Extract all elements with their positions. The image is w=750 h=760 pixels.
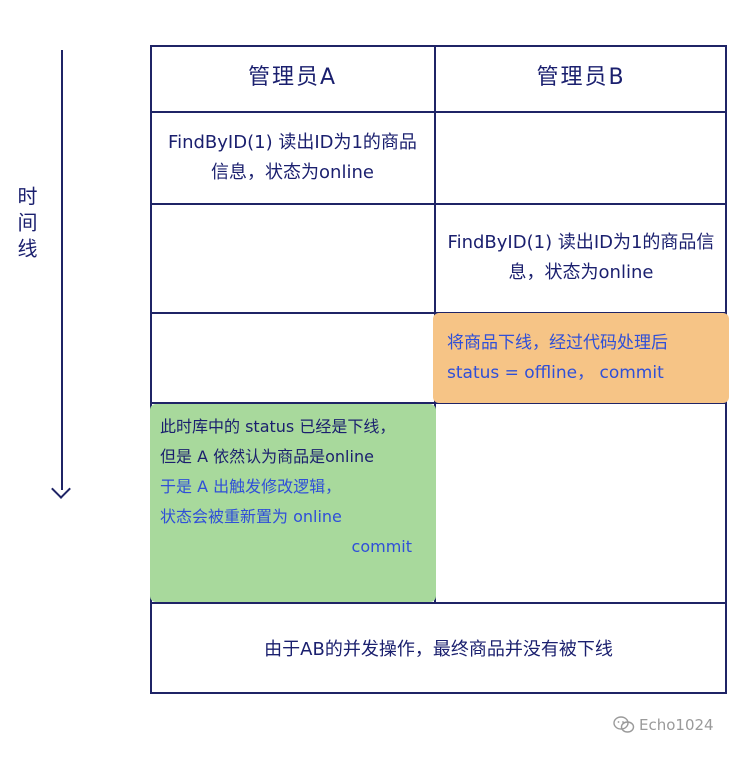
admin-a-note-line3: 于是 A 出触发修改逻辑，	[160, 477, 342, 496]
watermark-text: Echo1024	[639, 716, 714, 734]
admin-a-read-step: FindByID(1) 读出ID为1的商品信息，状态为online	[168, 131, 417, 183]
timeline-arrow-line	[61, 50, 63, 490]
admin-a-note-line1: 此时库中的 status 已经是下线，	[160, 417, 396, 436]
admin-b-offline-line1: 将商品下线，经过代码处理后	[447, 333, 668, 353]
admin-b-offline-note: 将商品下线，经过代码处理后 status = offline， commit	[433, 313, 729, 403]
conclusion-text: 由于AB的并发操作，最终商品并没有被下线	[264, 639, 613, 660]
header-admin-a: 管理员A	[247, 65, 338, 90]
admin-a-note-line4: 状态会被重新置为 online	[160, 507, 342, 526]
timeline-arrow-head-icon	[51, 479, 71, 499]
admin-a-note-line5: commit	[351, 537, 412, 556]
admin-b-offline-line2: status = offline， commit	[447, 363, 664, 383]
admin-a-overwrite-note: 此时库中的 status 已经是下线， 但是 A 依然认为商品是online 于…	[150, 404, 436, 602]
admin-b-read-step: FindByID(1) 读出ID为1的商品信息，状态为online	[447, 232, 715, 283]
row-divider	[150, 602, 727, 604]
row-divider	[150, 402, 727, 404]
timeline-label: 时间线	[14, 186, 38, 264]
wechat-icon	[613, 716, 635, 733]
admin-a-note-line2: 但是 A 依然认为商品是online	[160, 447, 374, 466]
row-divider	[150, 111, 727, 113]
row-divider	[150, 203, 727, 205]
watermark: Echo1024	[613, 716, 714, 734]
header-admin-b: 管理员B	[536, 65, 626, 90]
